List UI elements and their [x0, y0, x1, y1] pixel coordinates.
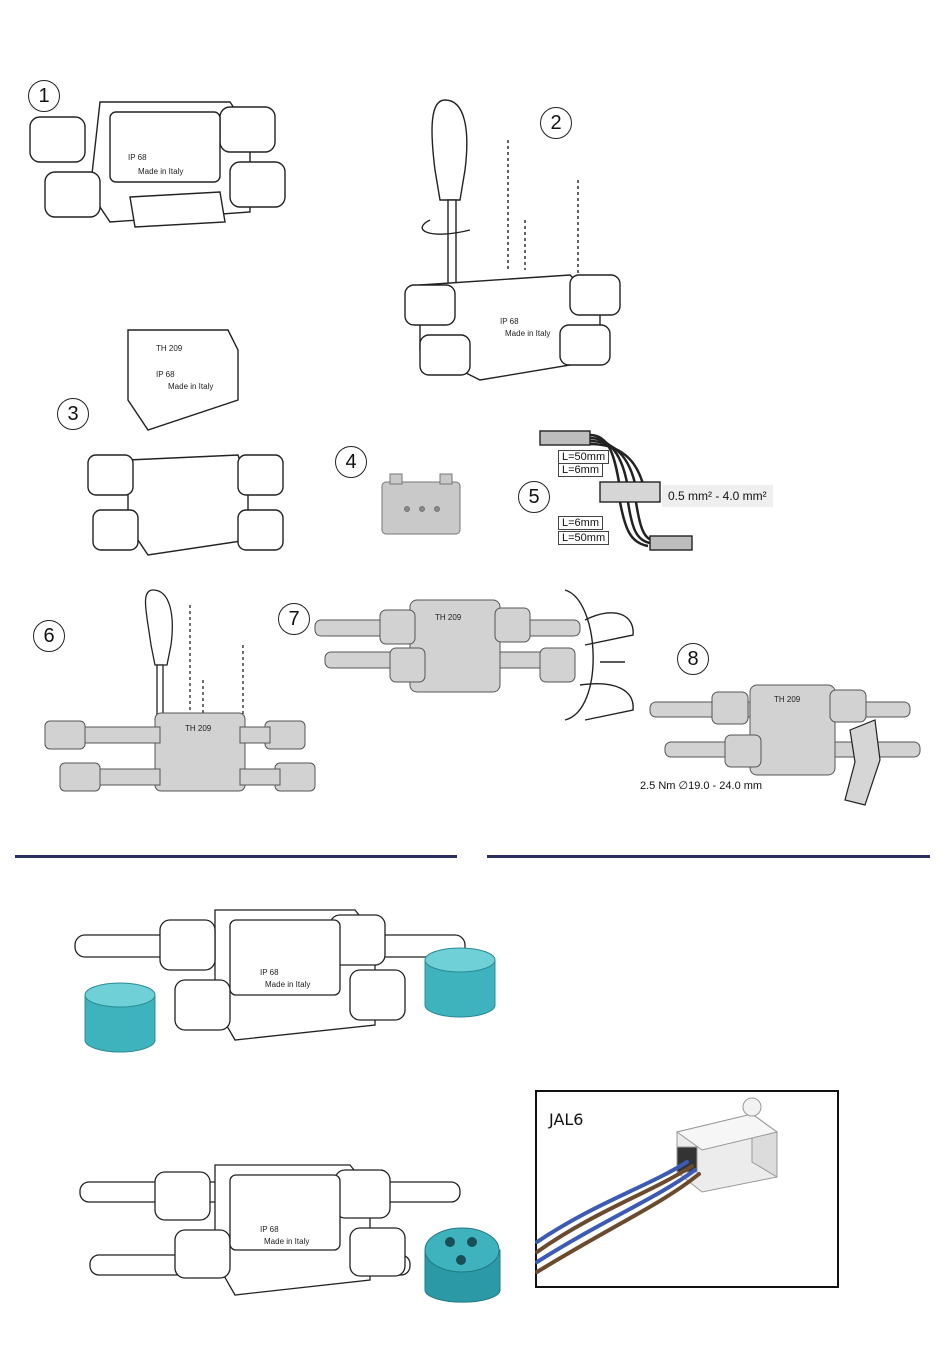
- section-divider-right: [487, 855, 930, 858]
- step-4-badge: 4: [335, 446, 367, 478]
- ip-marking-3: IP 68: [156, 370, 175, 379]
- strip-length-bottom-outer: L=50mm: [558, 531, 609, 545]
- made-in-marking-3: Made in Italy: [168, 382, 213, 391]
- step-3-badge: 3: [57, 398, 89, 430]
- terminal-block-illustration: [382, 474, 462, 544]
- ip-marking-9: IP 68: [260, 968, 279, 977]
- model-marking-6: TH 209: [185, 724, 212, 733]
- junction-box-closed: IP 68 Made in Italy: [30, 92, 290, 242]
- section-divider-left: [15, 855, 457, 858]
- made-in-marking-9: Made in Italy: [265, 980, 310, 989]
- model-marking-8: TH 209: [774, 695, 801, 704]
- lid-removed-illustration: TH 209 IP 68 Made in Italy: [88, 325, 288, 560]
- box-with-solid-seal-plugs: IP 68 Made in Italy: [75, 905, 495, 1065]
- solid-seal-plug-right: [425, 948, 495, 1017]
- model-marking-7: TH 209: [435, 613, 462, 622]
- step-7-badge: 7: [278, 603, 310, 635]
- strip-length-top-inner: L=6mm: [558, 463, 603, 477]
- step-8-badge: 8: [677, 643, 709, 675]
- strip-length-bottom-inner: L=6mm: [558, 516, 603, 530]
- made-in-marking-10: Made in Italy: [264, 1237, 309, 1246]
- screwdriver-open-illustration: IP 68 Made in Italy: [400, 100, 630, 390]
- wire-section-range: 0.5 mm² - 4.0 mm²: [662, 485, 773, 507]
- ip-marking-2: IP 68: [500, 317, 519, 326]
- gland-tightening-illustration: TH 209: [315, 590, 645, 740]
- jal6-product-frame: JAL6: [535, 1090, 839, 1288]
- jal6-module-photo: [537, 1092, 837, 1286]
- solid-seal-plug-left: [85, 983, 155, 1052]
- three-hole-seal-plug: [425, 1228, 500, 1302]
- strip-length-top-outer: L=50mm: [558, 450, 609, 464]
- made-in-marking-2: Made in Italy: [505, 329, 550, 338]
- model-marking-3: TH 209: [156, 344, 183, 353]
- ip-marking-1: IP 68: [128, 153, 147, 162]
- ip-marking-10: IP 68: [260, 1225, 279, 1234]
- made-in-marking-1: Made in Italy: [138, 167, 183, 176]
- torque-and-diameter-spec: 2.5 Nm ∅19.0 - 24.0 mm: [640, 779, 762, 792]
- box-with-three-hole-seal-plug: IP 68 Made in Italy: [80, 1160, 510, 1315]
